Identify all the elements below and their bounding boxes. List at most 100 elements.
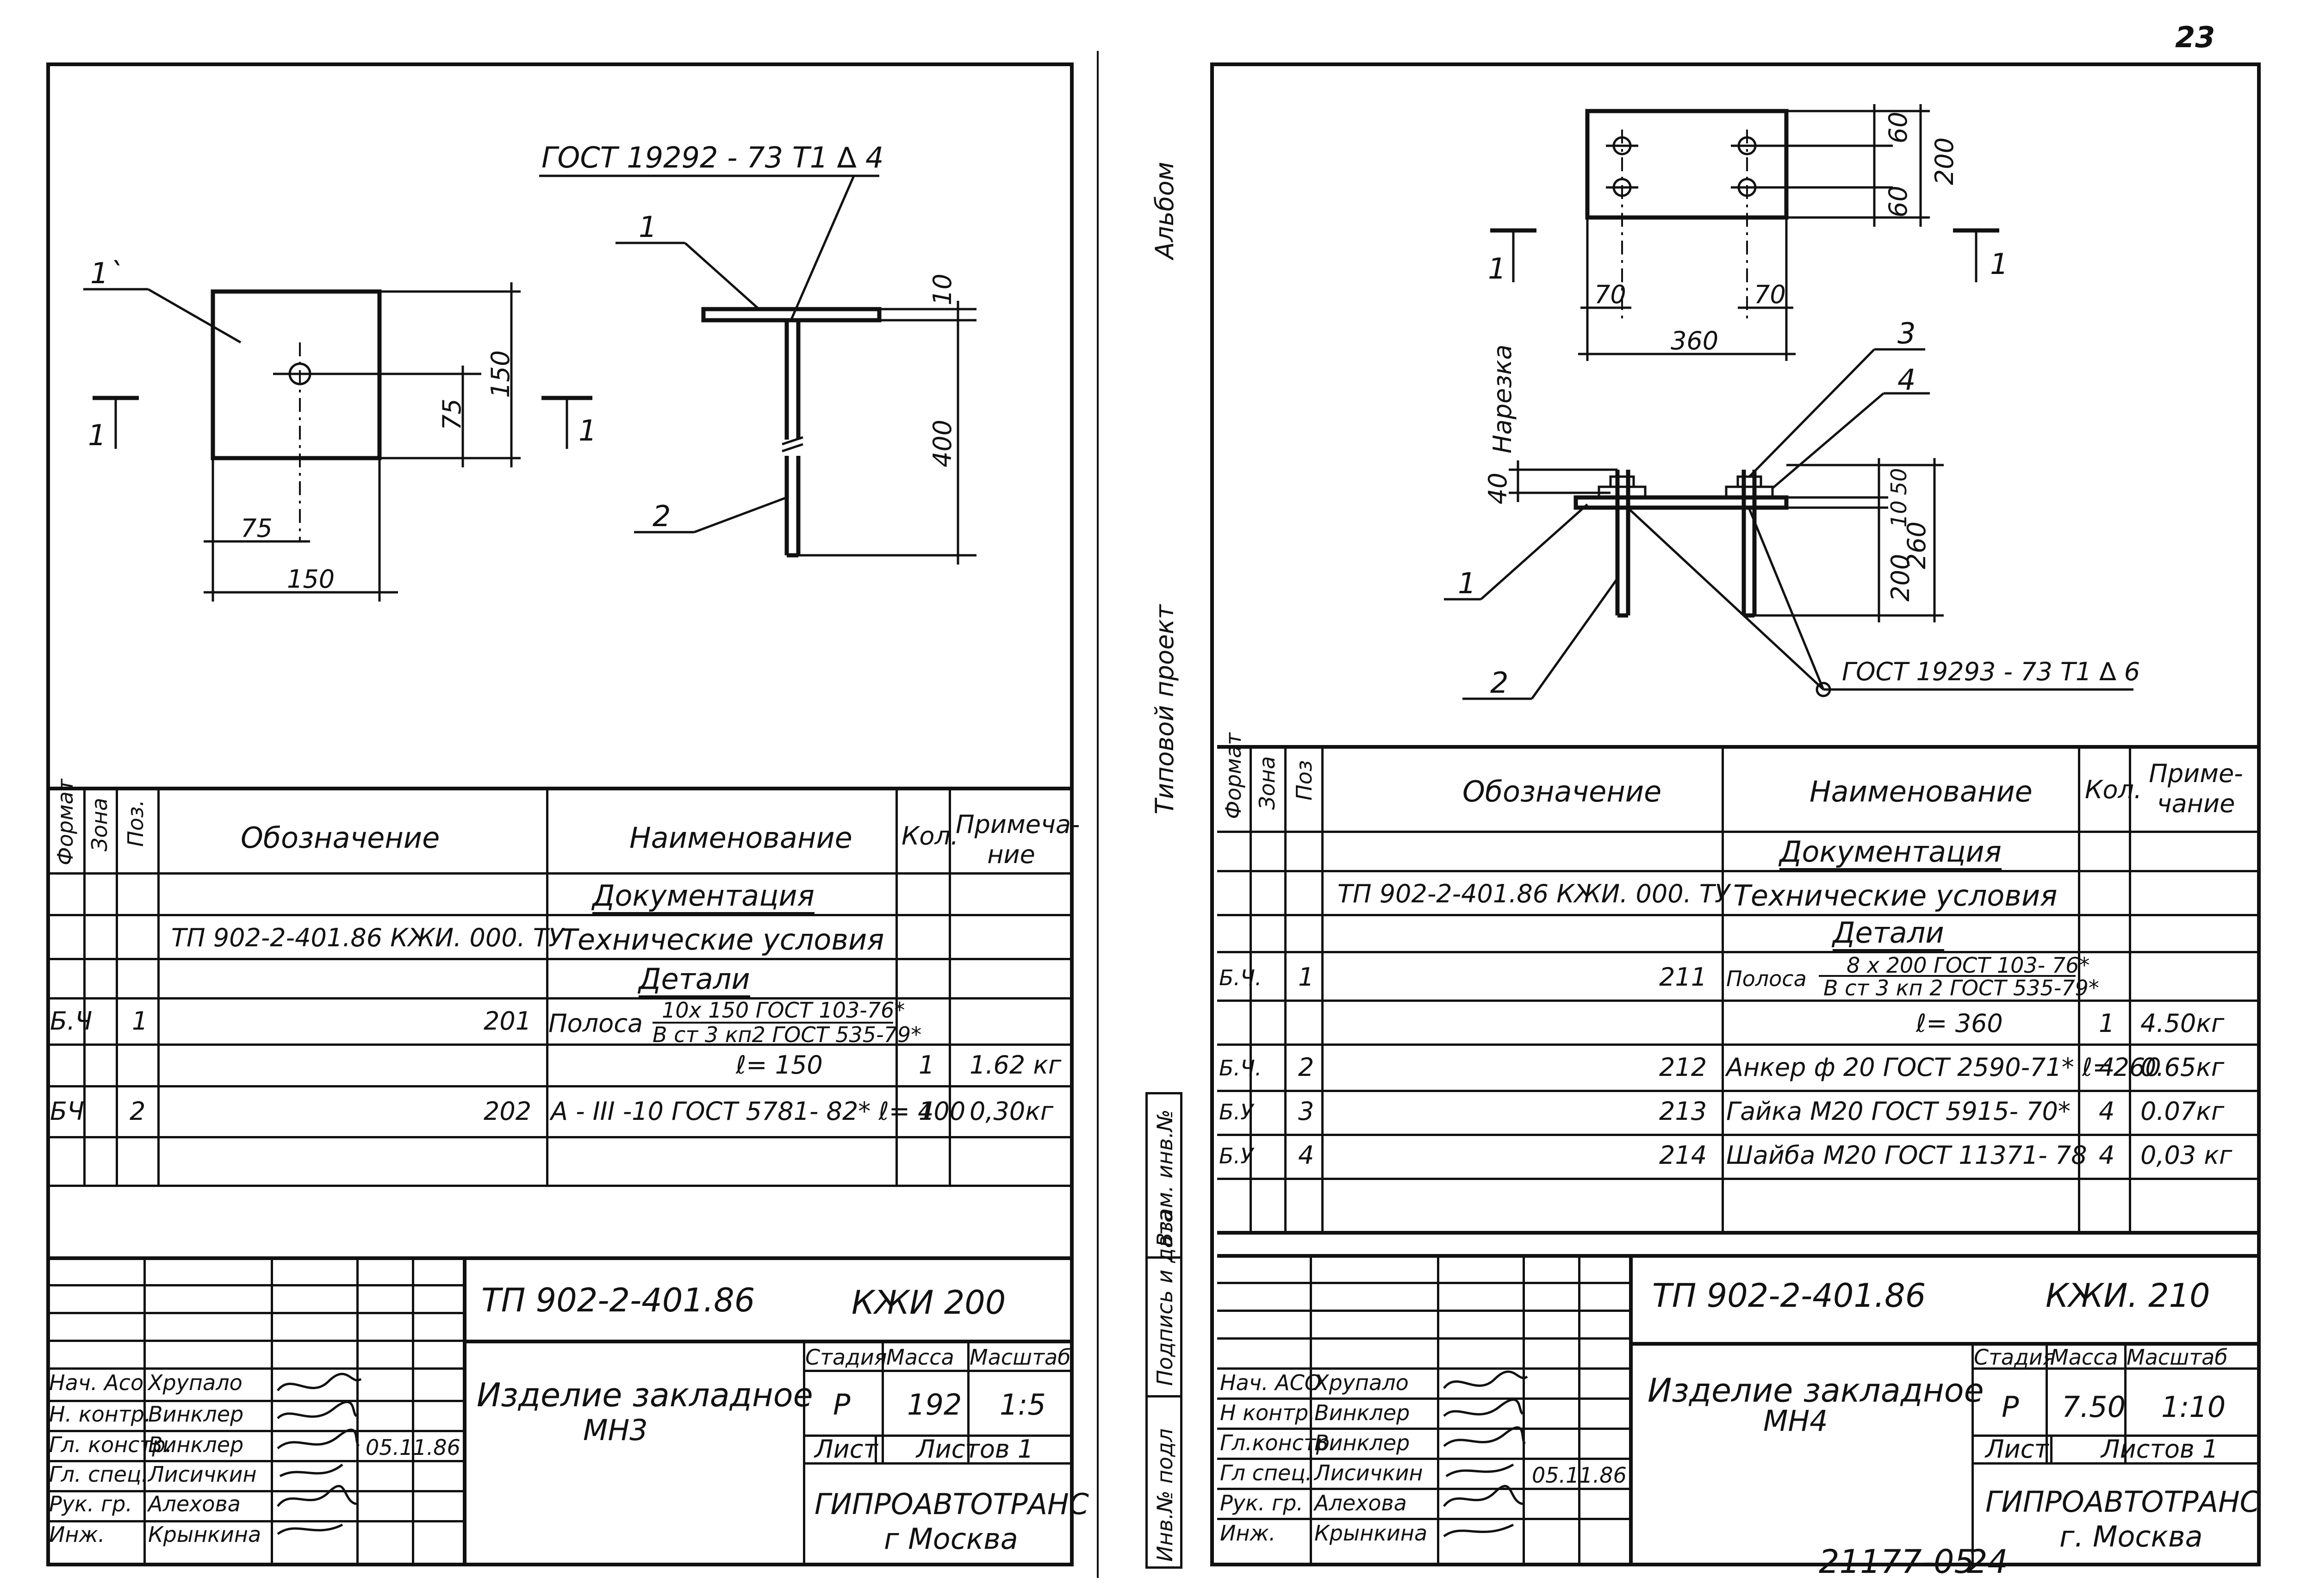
- left-pos-2: 2: [653, 499, 671, 533]
- left-scale: 1:5: [1000, 1388, 1046, 1422]
- sheet-divider: [1097, 51, 1099, 1578]
- right-pos-4: 4: [1897, 363, 1916, 397]
- right-row6-name: Гайка М20 ГОСТ 5915- 70*: [1726, 1097, 2071, 1126]
- right-row5-note: 0.65кг: [2140, 1053, 2225, 1082]
- right-row5-pos: 2: [1298, 1053, 1314, 1082]
- left-row3-designation: 201: [484, 1006, 532, 1036]
- right-signer-name-3: Винклер: [1314, 1430, 1410, 1455]
- right-mass: 7.50: [2062, 1390, 2126, 1424]
- right-sheet-label: Лист: [1985, 1435, 2049, 1464]
- right-row3-format: Б.Ч.: [1219, 965, 1262, 990]
- right-mass-label: Масса: [2050, 1345, 2118, 1370]
- right-product-title: Изделие закладное: [1648, 1372, 1984, 1410]
- right-signer-role-1: Нач. АСО: [1220, 1370, 1321, 1395]
- left-product-title: Изделие закладное: [477, 1376, 813, 1414]
- right-sheet-frame: [1210, 62, 2261, 1566]
- right-row3-designation: 211: [1659, 963, 1707, 992]
- right-gost-note: ГОСТ 19293 - 73 Т1 ∆ 6: [1842, 657, 2140, 686]
- right-section-right: 1: [1990, 247, 2009, 281]
- left-row-tu-designation: ТП 902-2-401.86 КЖИ. 000. ТУ: [171, 923, 564, 952]
- left-section-left: 1: [88, 418, 106, 452]
- left-doc-code: ТП 902-2-401.86: [481, 1281, 755, 1319]
- left-row4-name: ℓ= 150: [736, 1050, 823, 1080]
- right-dim-360: 360: [1671, 326, 1719, 355]
- right-row-details-heading: Детали: [1833, 919, 1944, 951]
- left-pos-1: 1: [639, 210, 657, 244]
- right-row-tu-designation: ТП 902-2-401.86 КЖИ. 000. ТУ: [1337, 879, 1730, 908]
- right-row4-note: 4.50кг: [2140, 1009, 2225, 1038]
- right-row3-fraction-bottom: В ст 3 кп 2 ГОСТ 535-79*: [1823, 975, 2099, 1000]
- right-row4-name: ℓ= 360: [1916, 1009, 2003, 1038]
- right-signer-role-2: Н контр.: [1220, 1400, 1315, 1425]
- left-stage: Р: [833, 1388, 851, 1422]
- left-city: г Москва: [884, 1522, 1018, 1556]
- right-stage-label: Стадия: [1974, 1345, 2056, 1370]
- right-hdr-zone: Зона: [1255, 756, 1280, 810]
- left-sheet-code: КЖИ 200: [852, 1284, 1006, 1322]
- left-section-right: 1: [578, 414, 597, 447]
- right-row7-note: 0,03 кг: [2140, 1141, 2233, 1170]
- right-pos-1: 1: [1458, 566, 1476, 600]
- right-doc-code: ТП 902-2-401.86: [1652, 1277, 1926, 1315]
- left-row5-designation: 202: [484, 1097, 532, 1126]
- left-stage-label: Стадия: [805, 1345, 887, 1370]
- left-signer-name-6: Крынкина: [148, 1522, 261, 1547]
- left-row-doc-heading: Документация: [592, 882, 815, 914]
- side-stamp: Инв.№ подл Подпись и дата Взам. инв.№: [1145, 1092, 1182, 1569]
- left-row4-note: 1.62 кг: [970, 1050, 1062, 1080]
- right-dim-50: 50: [1886, 468, 1911, 495]
- left-org: ГИПРОАВТОТРАНС: [815, 1487, 1089, 1521]
- right-pos-3: 3: [1897, 317, 1916, 350]
- right-row-tu-name: Технические условия: [1733, 879, 2058, 913]
- right-row5-format: Б.Ч.: [1219, 1056, 1262, 1081]
- left-row3-fraction-bottom: В ст 3 кп2 ГОСТ 535-79*: [653, 1022, 922, 1047]
- right-signatures: [1443, 1370, 1528, 1538]
- right-org: ГИПРОАВТОТРАНС: [1985, 1485, 2260, 1519]
- left-signer-role-2: Н. контр.: [49, 1402, 151, 1427]
- left-hdr-qty: Кол.: [902, 821, 959, 851]
- right-sheet-code: КЖИ. 210: [2046, 1277, 2210, 1315]
- right-dim-260: 260: [1902, 521, 1931, 569]
- left-signer-name-1: Хрупало: [148, 1370, 243, 1395]
- left-pos-plate: 1`: [90, 256, 123, 290]
- left-signer-name-3: Винклер: [148, 1432, 244, 1457]
- left-signer-name-4: Лисичкин: [148, 1462, 257, 1487]
- right-stage: Р: [2002, 1390, 2019, 1424]
- right-row5-designation: 212: [1659, 1053, 1707, 1082]
- left-signer-role-1: Нач. Асо: [49, 1370, 144, 1395]
- right-row6-qty: 4: [2099, 1097, 2115, 1126]
- right-dim-40: 40: [1483, 472, 1512, 504]
- left-hdr-note: Примеча-ние: [956, 810, 1080, 869]
- right-row7-name: Шайба М20 ГОСТ 11371- 78: [1726, 1141, 2087, 1170]
- left-title-block: ТП 902-2-401.86 КЖИ 200 Изделие закладно…: [46, 1256, 1089, 1566]
- left-signatures: [277, 1372, 362, 1535]
- right-signer-role-3: Гл.констр.: [1220, 1430, 1337, 1455]
- left-spec-table: Формат Зона Поз. Обозначение Наименовани…: [46, 779, 1080, 1187]
- right-product-mark: МН4: [1763, 1404, 1828, 1438]
- right-row3-name: Полоса: [1726, 966, 1807, 991]
- inventory-number: 21177-05: [1819, 1543, 1975, 1581]
- right-city: г. Москва: [2059, 1520, 2203, 1553]
- right-signer-name-6: Крынкина: [1314, 1521, 1428, 1546]
- right-hdr-pos: Поз: [1292, 760, 1317, 801]
- right-scale-label: Масштаб: [2127, 1345, 2228, 1370]
- right-plate-section: [1573, 495, 1789, 510]
- left-plate-section: [701, 307, 882, 323]
- right-spec-table: Формат Зона Поз Обозначение Наименование…: [1217, 733, 2261, 1235]
- left-row5-qty: 1: [919, 1097, 935, 1126]
- left-signer-name-5: Алехова: [148, 1491, 241, 1516]
- left-signer-name-2: Винклер: [148, 1402, 244, 1427]
- right-signer-name-4: Лисичкин: [1314, 1460, 1423, 1485]
- right-row7-qty: 4: [2099, 1141, 2115, 1170]
- left-sheet-label: Лист: [815, 1435, 878, 1464]
- left-row3-fraction-top: 10х 150 ГОСТ 103-76*: [662, 998, 905, 1023]
- left-row5-format: БЧ: [50, 1097, 85, 1126]
- right-row6-note: 0.07кг: [2140, 1097, 2225, 1126]
- left-dim-150-h: 150: [287, 565, 335, 594]
- right-thread-label: Нарезка: [1488, 344, 1517, 453]
- right-hdr-note: Приме-чание: [2149, 759, 2243, 818]
- right-signer-role-4: Гл спец.: [1220, 1460, 1312, 1485]
- left-row-tu-name: Технические условия: [560, 923, 884, 956]
- left-row-details-heading: Детали: [639, 965, 750, 998]
- left-scale-label: Масштаб: [970, 1345, 1071, 1370]
